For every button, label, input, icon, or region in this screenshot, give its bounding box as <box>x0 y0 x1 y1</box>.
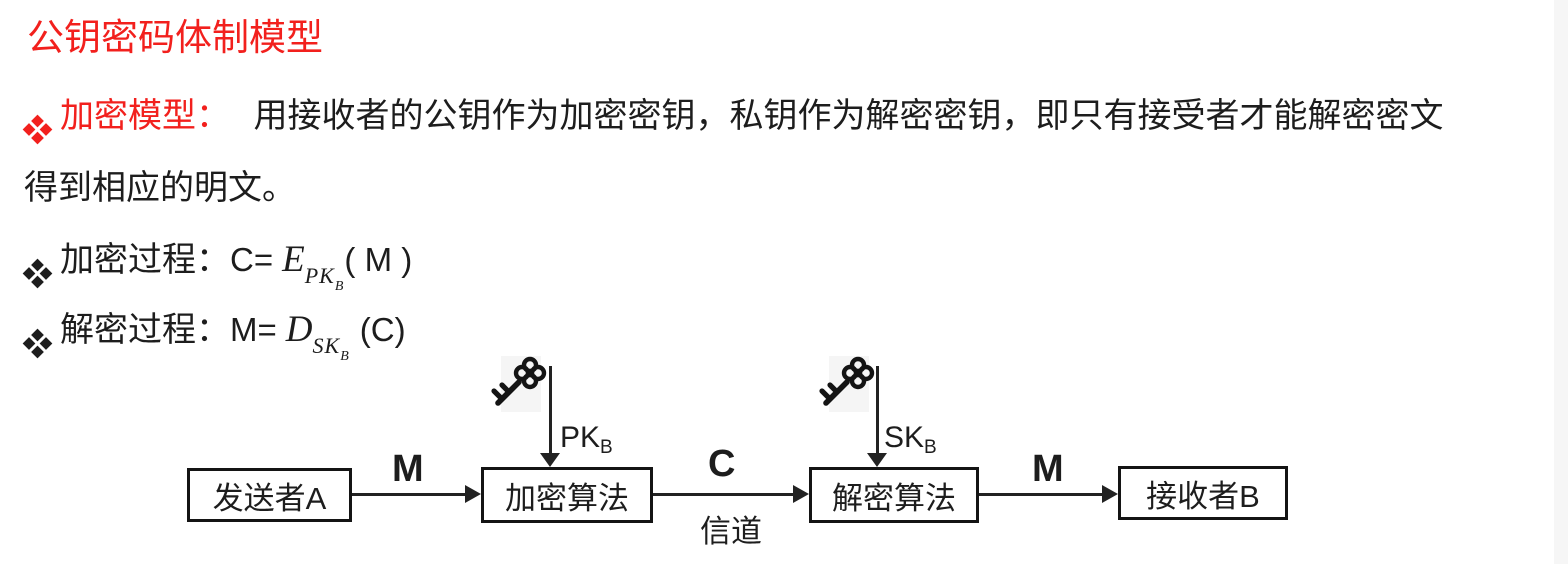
formula-subsubscript: B <box>334 279 345 294</box>
formula-function: E <box>282 239 305 280</box>
formula-rhs: ( M ) <box>344 241 413 278</box>
bullet-label: 加密过程： <box>60 241 230 279</box>
bullet-encryption-process: 加密过程：C=EPKB( M ) <box>22 238 413 309</box>
flow-label-m2: M <box>1032 448 1064 490</box>
bullet-text-wrap: 得到相应的明文。 <box>24 169 296 207</box>
arrow-pk-head-icon <box>540 453 560 467</box>
bullet-label: 加密模型： <box>60 97 230 135</box>
box-label: 接收者B <box>1146 478 1260 514</box>
bullet-text: 用接收者的公钥作为加密密钥，私钥作为解密密钥，即只有接受者才能解密密文 <box>253 97 1444 135</box>
box-sender-a: 发送者A <box>187 468 352 522</box>
arrow-m1-head-icon <box>465 485 481 503</box>
box-encryption-algorithm: 加密算法 <box>481 467 653 523</box>
channel-label: 信道 <box>700 514 762 549</box>
formula-lhs: C= <box>230 241 274 278</box>
arrow-m1-line <box>352 493 470 496</box>
bullet-label: 解密过程： <box>60 311 230 349</box>
arrow-m2-head-icon <box>1102 485 1118 503</box>
page-edge <box>1554 0 1568 564</box>
box-receiver-b: 接收者B <box>1118 466 1288 520</box>
box-label: 发送者A <box>212 480 327 516</box>
arrow-pk-line <box>549 366 552 454</box>
formula-lhs: M= <box>230 311 277 348</box>
box-label: 解密算法 <box>832 480 956 516</box>
four-diamond-bullet-icon <box>22 114 53 145</box>
arrow-sk-line <box>876 366 879 454</box>
four-diamond-bullet-icon <box>22 258 53 289</box>
bullet-encryption-model-wrap: 得到相应的明文。 <box>24 166 296 210</box>
box-decryption-algorithm: 解密算法 <box>809 467 979 523</box>
secret-key-label: SKB <box>884 421 937 458</box>
public-key-label: PKB <box>560 421 613 458</box>
arrow-sk-head-icon <box>867 453 887 467</box>
flow-label-c: C <box>708 443 736 485</box>
secret-key-icon <box>819 356 875 412</box>
four-diamond-bullet-icon <box>22 328 53 359</box>
formula-subsubscript: B <box>340 349 350 364</box>
key-label-subscript: B <box>600 437 613 458</box>
bullet-encryption-model: 加密模型： 用接收者的公钥作为加密密钥，私钥作为解密密钥，即只有接受者才能解密密… <box>22 94 1444 145</box>
arrow-c-line <box>653 493 795 496</box>
bullet-decryption-process: 解密过程：M=DSKB (C) <box>22 308 406 379</box>
flow-label-m1: M <box>392 448 424 490</box>
formula-function: D <box>285 309 313 350</box>
formula-subscript: PKB <box>304 263 345 294</box>
formula-subscript: SKB <box>312 333 350 364</box>
page-title: 公钥密码体制模型 <box>27 17 323 58</box>
key-label-subscript: B <box>924 437 937 458</box>
arrow-c-head-icon <box>793 485 809 503</box>
public-key-icon <box>491 356 547 412</box>
formula-rhs: (C) <box>359 311 406 348</box>
arrow-m2-line <box>979 493 1104 496</box>
box-label: 加密算法 <box>505 480 629 516</box>
